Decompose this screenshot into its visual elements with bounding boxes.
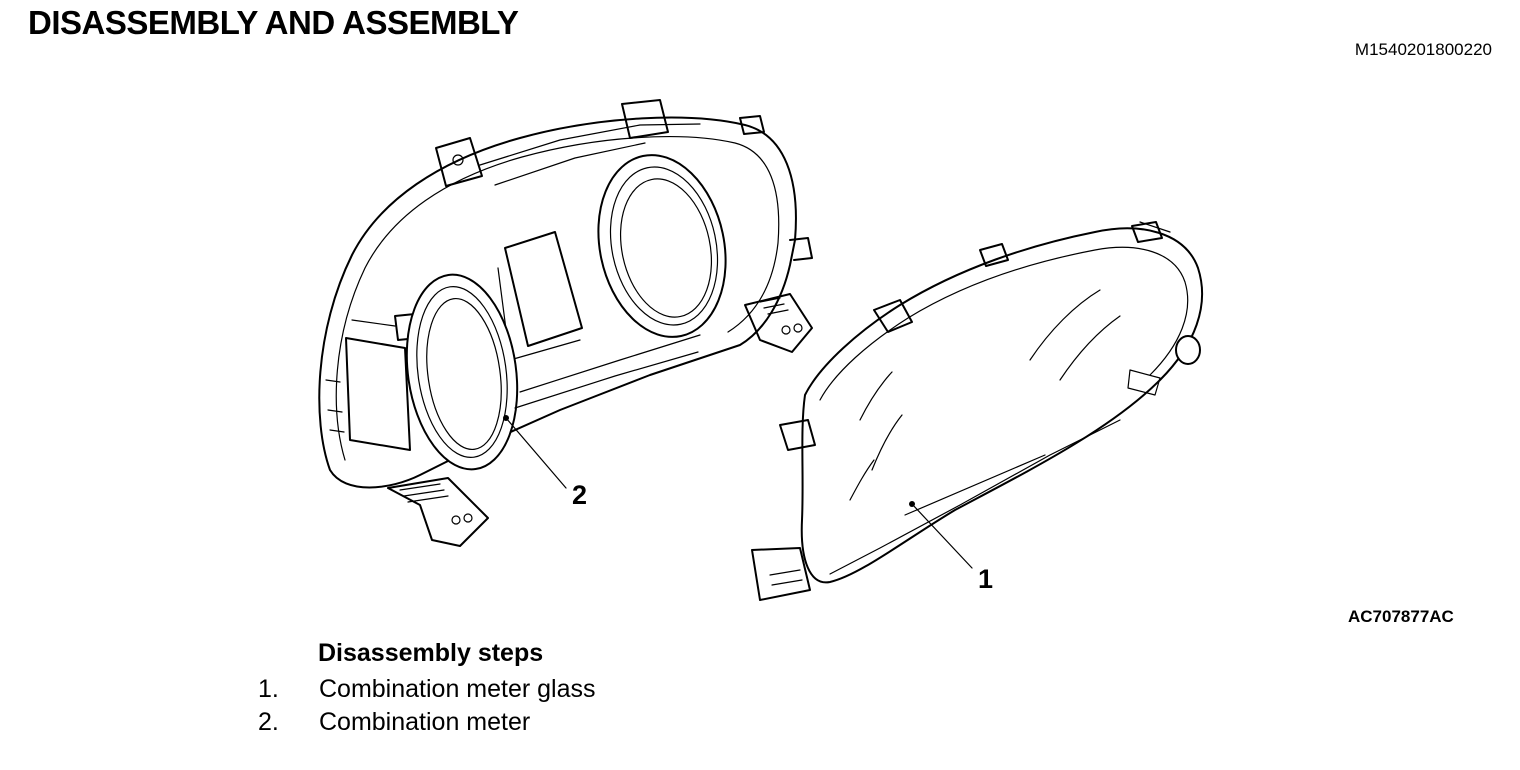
steps-heading: Disassembly steps: [318, 639, 544, 667]
step-number: 2.: [258, 708, 279, 736]
disassembly-steps: Disassembly steps 1. Combination meter g…: [258, 639, 596, 739]
step-label: Combination meter: [319, 708, 531, 736]
combination-meter-glass-drawing: [751, 221, 1204, 601]
step-number: 1.: [258, 675, 279, 703]
callout-1: 1: [978, 564, 994, 594]
step-item: 2. Combination meter: [258, 706, 596, 739]
step-item: 1. Combination meter glass: [258, 673, 596, 706]
document-id: M1540201800220: [1354, 40, 1492, 59]
combination-meter-drawing: [318, 99, 813, 547]
step-label: Combination meter glass: [319, 675, 596, 703]
exploded-view-illustration: [318, 99, 1204, 601]
figure-id: AC707877AC: [1348, 607, 1454, 626]
callout-2: 2: [572, 480, 588, 510]
page-title: DISASSEMBLY AND ASSEMBLY: [28, 4, 519, 41]
